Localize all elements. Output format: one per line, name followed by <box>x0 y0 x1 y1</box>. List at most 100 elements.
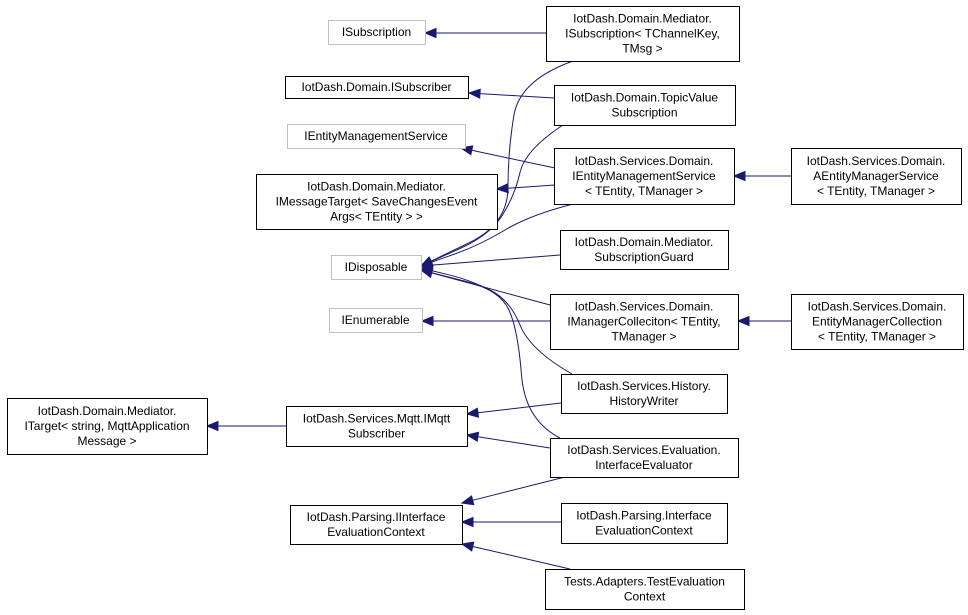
class-node-imanagercollection[interactable]: IotDash.Services.Domain.IManagerCollecit… <box>550 294 739 350</box>
class-box <box>561 503 728 544</box>
class-name-line: Message > <box>77 434 136 448</box>
class-name-line: IotDash.Parsing.IInterface <box>307 510 446 524</box>
class-box <box>285 76 469 99</box>
arrowhead <box>465 431 480 442</box>
class-name-line: HistoryWriter <box>609 394 678 408</box>
class-node-entitymanagercollection[interactable]: IotDash.Services.Domain.EntityManagerCol… <box>791 294 964 350</box>
class-name-line: < TEntity, TManager > <box>585 184 703 198</box>
class-node-aentitymanagerservice[interactable]: IotDash.Services.Domain.AEntityManagerSe… <box>791 148 962 205</box>
arrowhead <box>460 541 475 552</box>
class-name-line: IotDash.Domain.Mediator. <box>38 404 177 418</box>
edge-line <box>477 436 551 449</box>
nodes-layer: ISubscriptionIotDash.Domain.ISubscriberI… <box>7 6 964 610</box>
class-name-line: < TEntity, TManager > <box>818 330 936 344</box>
class-node-isubscriber[interactable]: IotDash.Domain.ISubscriber <box>285 76 469 99</box>
class-name-line: InterfaceEvaluator <box>595 458 692 472</box>
edge-line <box>430 124 564 262</box>
class-node-interfaceevaluator[interactable]: IotDash.Services.Evaluation.InterfaceEva… <box>550 438 739 478</box>
class-name-line: IotDash.Domain.TopicValue <box>571 91 719 105</box>
class-box <box>7 398 208 455</box>
class-box <box>791 148 962 205</box>
inheritance-edge-entitymanagercollection-to-imanagercollection <box>736 315 791 327</box>
inheritance-edge-aentitymanagerservice-to-ientitymanagementservice <box>732 170 791 182</box>
class-name-line: SubscriptionGuard <box>594 250 693 264</box>
edge-line <box>471 149 556 169</box>
class-node-ientitymanagementservice-ext: IEntityManagementService <box>287 124 466 149</box>
edge-line <box>507 184 556 189</box>
class-name-line: IotDash.Parsing.Interface <box>576 509 712 523</box>
class-name-line: IotDash.Domain.Mediator. <box>575 235 714 249</box>
class-box <box>546 6 740 62</box>
class-name-line: ITarget< string, MqttApplication <box>24 419 189 433</box>
class-node-isubscription: ISubscription <box>328 20 426 45</box>
arrowhead <box>495 182 509 194</box>
class-box <box>560 230 729 270</box>
class-node-subscriptionguard[interactable]: IotDash.Domain.Mediator.SubscriptionGuar… <box>560 230 729 270</box>
inheritance-edge-interfaceevaluator-to-imqttsubscriber <box>465 431 551 449</box>
class-box <box>554 85 736 126</box>
class-name-line: TManager > <box>611 330 676 344</box>
edge-line <box>477 402 562 414</box>
class-node-historywriter[interactable]: IotDash.Services.History.HistoryWriter <box>561 374 728 414</box>
class-box <box>550 438 739 478</box>
class-box <box>287 124 466 149</box>
inheritance-edge-ientitymanagementservice-to-ientitymanagementservice-ext <box>459 145 556 169</box>
class-name-line: ISubscription <box>342 25 411 39</box>
edge-line <box>479 93 555 99</box>
class-box <box>328 20 426 45</box>
inheritance-edge-topicvaluesubscription-to-isubscriber <box>467 88 555 99</box>
class-box <box>286 406 468 447</box>
class-node-mediator-isubscription[interactable]: IotDash.Domain.Mediator.ISubscription< T… <box>546 6 740 62</box>
class-box <box>554 148 735 205</box>
inheritance-edge-ientitymanagementservice-to-imessagetarget <box>495 182 556 194</box>
class-name-line: IotDash.Domain.Mediator. <box>573 12 712 26</box>
class-node-itarget[interactable]: IotDash.Domain.Mediator.ITarget< string,… <box>7 398 208 455</box>
class-node-imessagetarget[interactable]: IotDash.Domain.Mediator.IMessageTarget< … <box>256 174 498 230</box>
class-name-line: IManagerColleciton< TEntity, <box>567 315 720 329</box>
arrowhead <box>205 420 219 432</box>
arrowhead <box>467 88 481 99</box>
arrowhead <box>736 315 750 327</box>
class-node-ienumerable: IEnumerable <box>329 308 423 333</box>
class-node-ientitymanagementservice[interactable]: IotDash.Services.Domain.IEntityManagemen… <box>554 148 735 205</box>
class-name-line: ISubscription< TChannelKey, <box>565 27 720 41</box>
class-name-line: EvaluationContext <box>327 525 425 539</box>
class-name-line: IotDash.Domain.ISubscriber <box>301 80 451 94</box>
arrowhead <box>460 495 475 506</box>
inheritance-edge-mediator-isubscription-to-isubscription <box>423 27 546 39</box>
class-name-line: IotDash.Services.Domain. <box>807 154 946 168</box>
class-box <box>550 294 739 350</box>
class-name-line: IDisposable <box>345 260 408 274</box>
class-node-idisposable: IDisposable <box>331 255 422 280</box>
arrowhead <box>420 315 434 327</box>
class-node-interfaceevaluationcontext[interactable]: IotDash.Parsing.InterfaceEvaluationConte… <box>561 503 728 544</box>
class-name-line: Tests.Adapters.TestEvaluation <box>564 575 725 589</box>
inheritance-edge-historywriter-to-imqttsubscriber <box>465 402 562 418</box>
arrowhead <box>460 516 474 528</box>
inheritance-edge-testevaluationcontext-to-iinterfaceevaluationcontext <box>460 541 571 570</box>
class-node-iinterfaceevaluationcontext[interactable]: IotDash.Parsing.IInterfaceEvaluationCont… <box>290 505 463 545</box>
class-name-line: IotDash.Services.History. <box>577 379 711 393</box>
class-name-line: Subscriber <box>348 427 405 441</box>
inheritance-edge-imanagercollection-to-ienumerable <box>420 315 550 327</box>
edge-line <box>431 272 551 306</box>
inheritance-edge-interfaceevaluationcontext-to-iinterfaceevaluationcontext <box>460 516 561 528</box>
arrowhead <box>423 27 437 39</box>
class-box <box>545 569 745 610</box>
class-name-line: EntityManagerCollection <box>812 315 942 329</box>
class-name-line: IotDash.Domain.Mediator. <box>307 180 446 194</box>
edge-line <box>472 545 571 570</box>
edge-line <box>431 270 573 375</box>
class-name-line: IEntityManagementService <box>572 169 716 183</box>
arrowhead <box>465 407 480 418</box>
class-name-line: IotDash.Services.Evaluation. <box>567 443 720 457</box>
edges-layer <box>205 27 791 570</box>
class-name-line: IEnumerable <box>341 313 409 327</box>
inheritance-edge-interfaceevaluator-to-idisposable <box>419 267 561 439</box>
class-box <box>290 505 463 545</box>
arrowhead <box>732 170 746 182</box>
